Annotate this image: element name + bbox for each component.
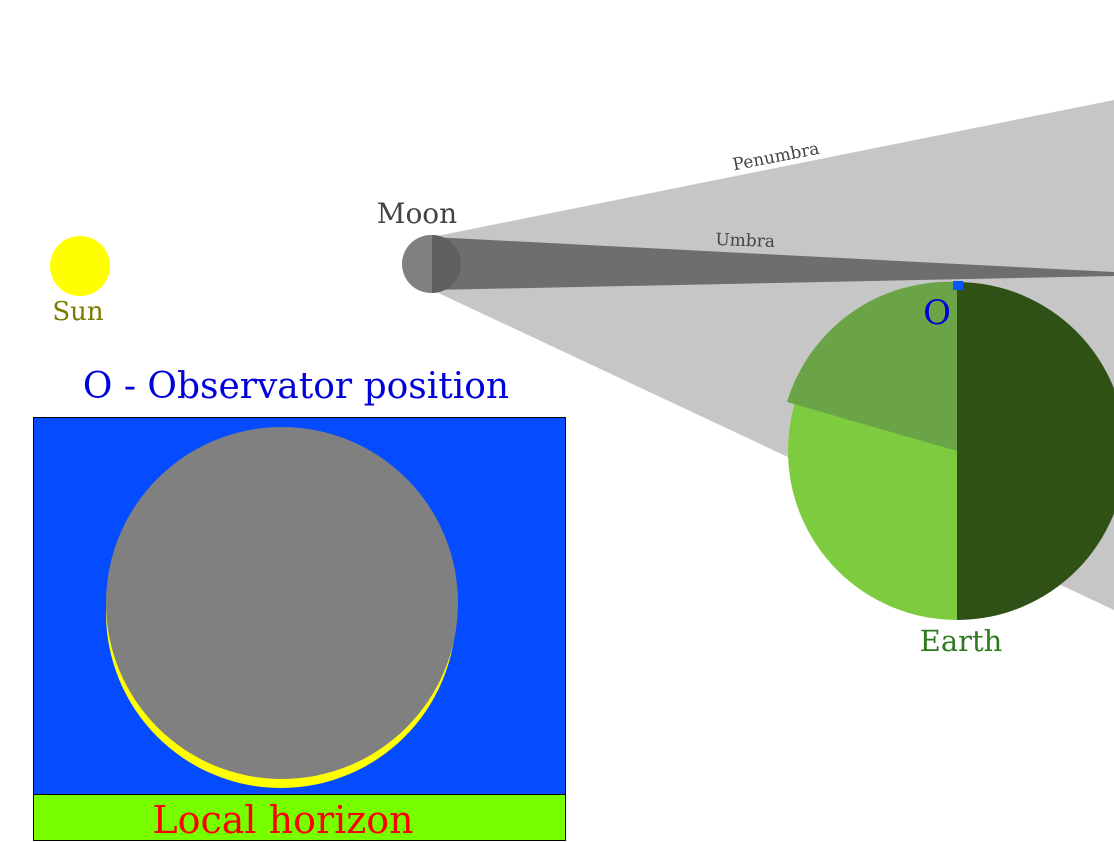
observer-marker-dot xyxy=(953,281,963,290)
umbra-cone xyxy=(432,237,1114,290)
legend-observer-position: O - Observator position xyxy=(83,366,509,407)
inset-moon-disk xyxy=(106,427,458,779)
observer-view-inset: Local horizon xyxy=(33,417,566,842)
earth-label: Earth xyxy=(920,624,1003,658)
moon xyxy=(402,235,461,293)
ground-panel xyxy=(33,794,566,841)
horizon-label: Local horizon xyxy=(152,798,413,842)
earth xyxy=(787,281,1114,620)
moon-label: Moon xyxy=(377,197,457,230)
observer-marker-label: O xyxy=(923,293,951,333)
earth-shaded-region xyxy=(787,281,957,451)
moon-shadow-half xyxy=(432,235,461,293)
sun-label: Sun xyxy=(52,297,104,327)
earth-night-side xyxy=(957,282,1114,620)
umbra-label: Umbra xyxy=(715,230,775,252)
sun xyxy=(50,236,110,296)
